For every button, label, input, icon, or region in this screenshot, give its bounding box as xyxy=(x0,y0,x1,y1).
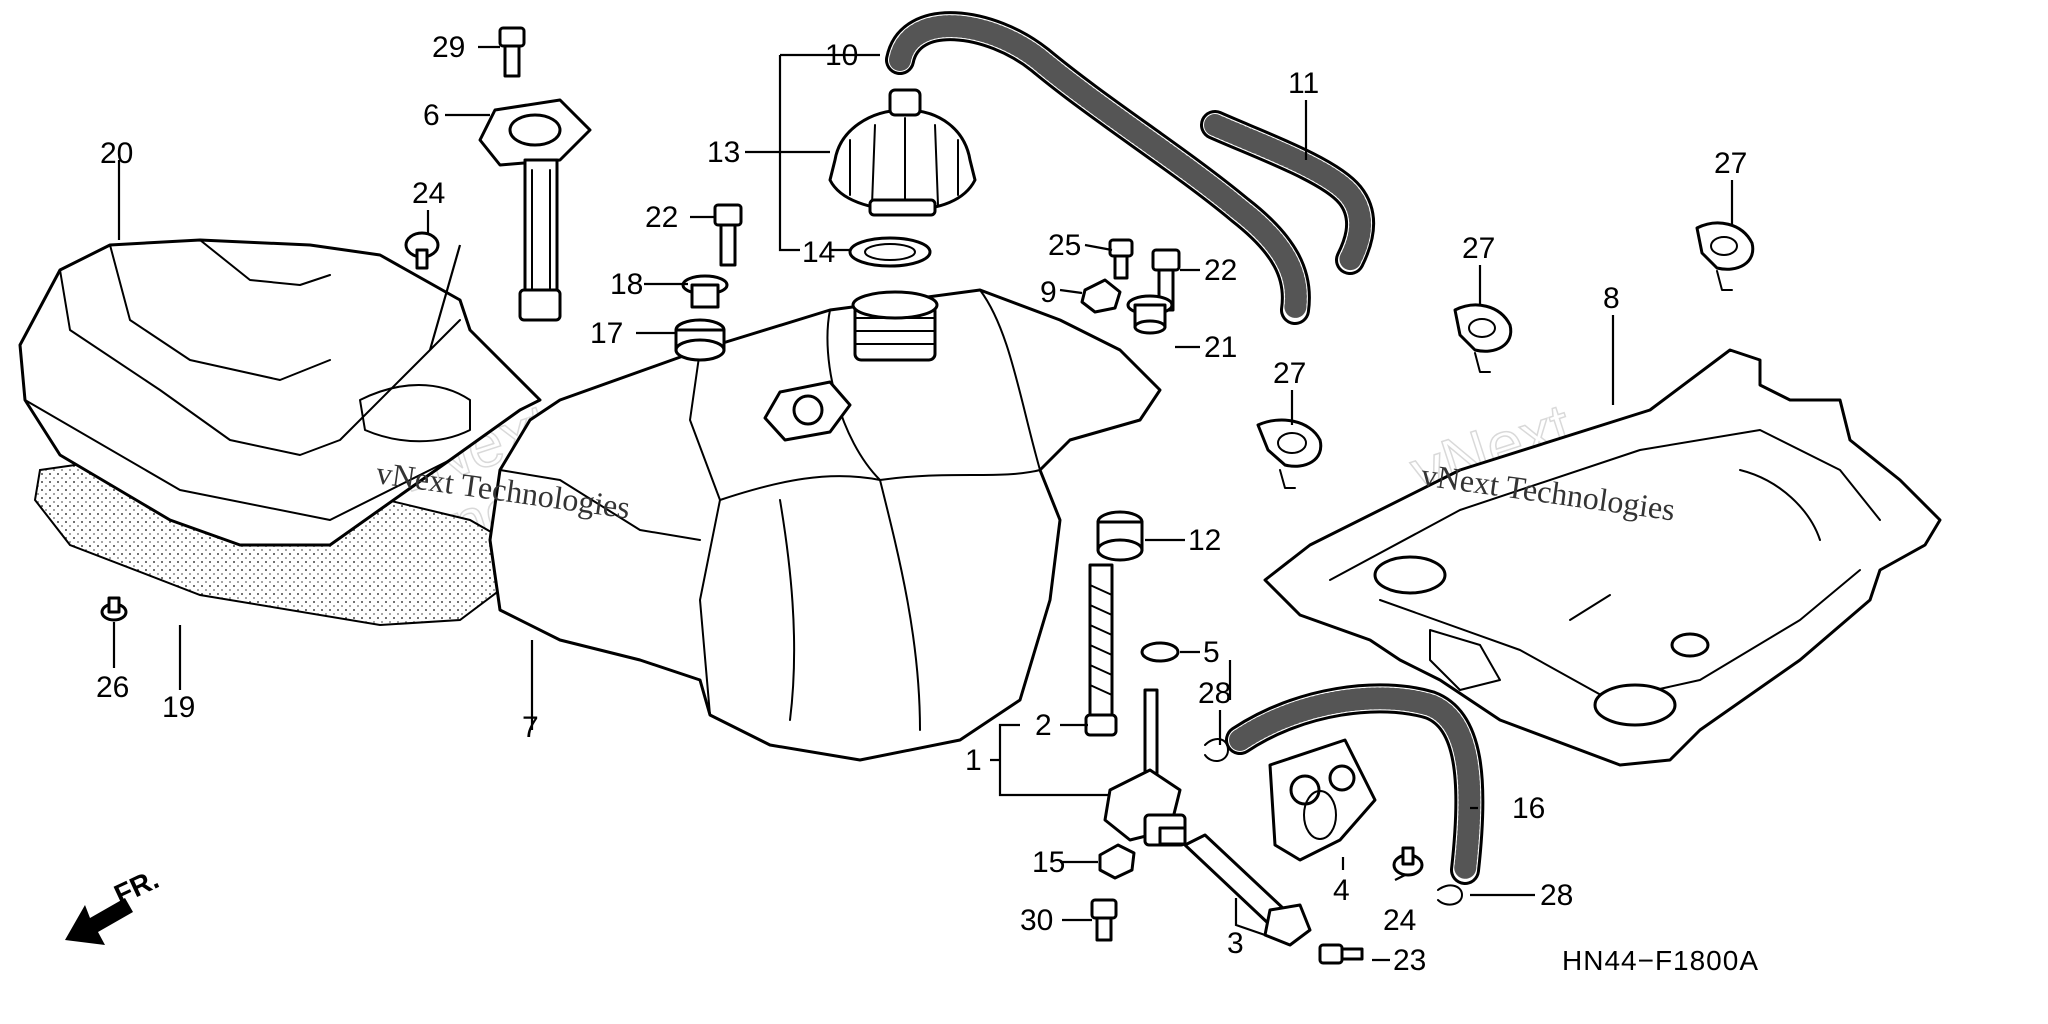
part-5-o-ring xyxy=(1140,641,1180,663)
callout-8: 8 xyxy=(1603,282,1620,315)
part-12-grommet xyxy=(1096,510,1144,562)
callout-17: 17 xyxy=(590,317,623,350)
callout-18: 18 xyxy=(610,268,643,301)
callout-16: 16 xyxy=(1512,792,1545,825)
part-24-clip xyxy=(404,231,440,270)
part-29-bolt xyxy=(498,26,526,78)
part-8-skid-plate xyxy=(1263,348,1942,767)
callout-25: 25 xyxy=(1048,229,1081,262)
callout-12: 12 xyxy=(1188,524,1221,557)
callout-15: 15 xyxy=(1032,846,1065,879)
part-23-bolt xyxy=(1318,943,1364,965)
arrow-icon xyxy=(65,898,133,945)
part-11-tube xyxy=(1200,110,1375,275)
callout-28-lower: 28 xyxy=(1540,879,1573,912)
callout-27-a: 27 xyxy=(1273,357,1306,390)
part-15-nut xyxy=(1098,843,1136,880)
part-22-bolt-a xyxy=(713,203,743,267)
callout-30: 30 xyxy=(1020,904,1053,937)
callout-7: 7 xyxy=(522,711,539,744)
part-28-clip-a xyxy=(1204,738,1229,762)
callout-29: 29 xyxy=(432,31,465,64)
part-3-valve-lever xyxy=(1183,833,1312,947)
callout-3: 3 xyxy=(1227,927,1244,960)
callout-24-top: 24 xyxy=(412,177,445,210)
part-21-collar xyxy=(1126,294,1174,335)
part-7-fuel-tank xyxy=(488,288,1162,762)
callout-27-c: 27 xyxy=(1714,147,1747,180)
callout-14: 14 xyxy=(802,236,835,269)
diagram-code: HN44−F1800A xyxy=(1562,945,1759,976)
part-20-front-cover xyxy=(18,238,542,547)
callout-2: 2 xyxy=(1035,709,1052,742)
part-28-clip-b xyxy=(1437,884,1463,906)
callout-26: 26 xyxy=(96,671,129,704)
part-27-clamp-c xyxy=(1695,221,1755,291)
part-25-screw xyxy=(1108,238,1134,280)
part-17-grommet xyxy=(674,318,726,362)
callout-27-b: 27 xyxy=(1462,232,1495,265)
callout-22-left: 22 xyxy=(645,201,678,234)
callout-6: 6 xyxy=(423,99,440,132)
part-13-fuel-cap xyxy=(828,88,977,217)
part-1-fuel-valve xyxy=(1103,688,1187,847)
callout-20: 20 xyxy=(100,137,133,170)
callout-24-lower: 24 xyxy=(1383,904,1416,937)
part-10-breather-tube xyxy=(885,11,1311,325)
front-direction-arrow: FR. xyxy=(65,863,163,945)
part-9-nut xyxy=(1080,278,1122,314)
callout-5: 5 xyxy=(1203,636,1220,669)
callout-10: 10 xyxy=(825,39,858,72)
part-18-collar xyxy=(681,274,729,309)
part-30-bolt xyxy=(1090,898,1118,942)
callout-13: 13 xyxy=(707,136,740,169)
part-4-bracket xyxy=(1268,738,1377,862)
part-6-fuel-sender xyxy=(478,98,592,322)
leader-lines xyxy=(112,45,1734,962)
part-2-strainer xyxy=(1084,563,1118,737)
part-14-gasket xyxy=(848,236,932,268)
callout-4: 4 xyxy=(1333,874,1350,907)
part-27-clamp-a xyxy=(1256,418,1323,489)
callout-9: 9 xyxy=(1040,276,1057,309)
part-26-clip xyxy=(100,596,128,622)
callout-19: 19 xyxy=(162,691,195,724)
part-24-clip-lower xyxy=(1392,846,1424,877)
callout-23: 23 xyxy=(1393,944,1426,977)
callout-28-top: 28 xyxy=(1198,677,1231,710)
callout-11: 11 xyxy=(1288,67,1319,100)
callout-22-right: 22 xyxy=(1204,254,1237,287)
callout-labels: 29 6 20 24 22 18 17 13 10 14 25 9 22 21 … xyxy=(96,31,1747,977)
callout-1: 1 xyxy=(965,744,982,777)
part-27-clamp-b xyxy=(1453,303,1513,373)
part-16-fuel-tube xyxy=(1225,683,1485,885)
callout-21: 21 xyxy=(1204,331,1237,364)
